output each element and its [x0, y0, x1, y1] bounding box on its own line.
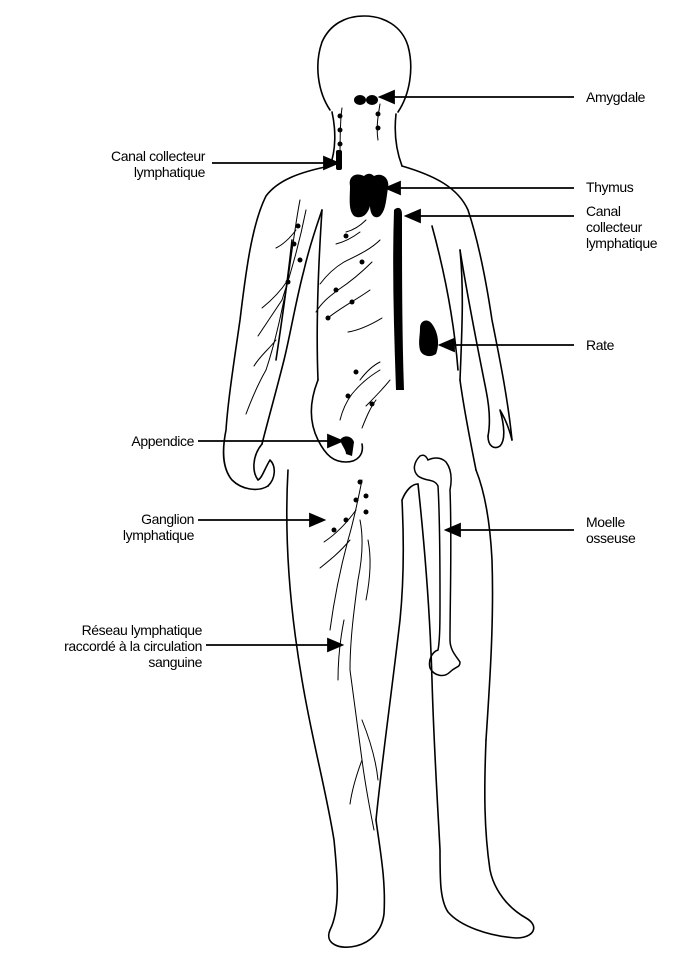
arrowhead-ganglion: [309, 512, 327, 528]
label-ganglion-lymphatique: Ganglion lymphatique: [122, 511, 194, 543]
femur-bone: [413, 454, 461, 677]
lymph-network: [245, 103, 391, 831]
label-rate: Rate: [586, 337, 614, 353]
arrowhead-rate: [437, 337, 455, 353]
thoracic-duct: [393, 207, 404, 390]
leader-lines: [198, 89, 574, 653]
label-moelle-osseuse: Moelle osseuse: [586, 514, 636, 546]
organs: [336, 95, 439, 456]
tonsil-right: [366, 95, 378, 105]
arrowhead-appendice: [327, 433, 345, 449]
lymph-nodes: [285, 111, 381, 533]
label-canal-collecteur-left: Canal collecteur lymphatique: [111, 148, 205, 180]
arrowhead-moelle: [443, 522, 461, 538]
thymus-organ: [349, 173, 389, 218]
left-collector-duct: [336, 150, 342, 170]
spleen-organ: [419, 320, 439, 357]
label-amygdale: Amygdale: [586, 89, 646, 105]
label-thymus: Thymus: [586, 179, 634, 195]
body-outline: [222, 15, 535, 948]
arrowhead-amygdale: [377, 89, 395, 105]
label-canal-collecteur-right: Canal collecteur lymphatique: [586, 203, 658, 251]
arrowhead-canal-right: [403, 208, 421, 224]
arrowhead-thymus: [383, 180, 401, 196]
tonsil-left: [354, 95, 366, 105]
arrowhead-reseau: [327, 637, 345, 653]
appendix-organ: [340, 436, 354, 456]
arrowhead-canal-left: [323, 155, 341, 171]
label-appendice: Appendice: [131, 433, 194, 449]
label-reseau-lymphatique: Réseau lymphatique raccordé à la circula…: [64, 622, 202, 670]
